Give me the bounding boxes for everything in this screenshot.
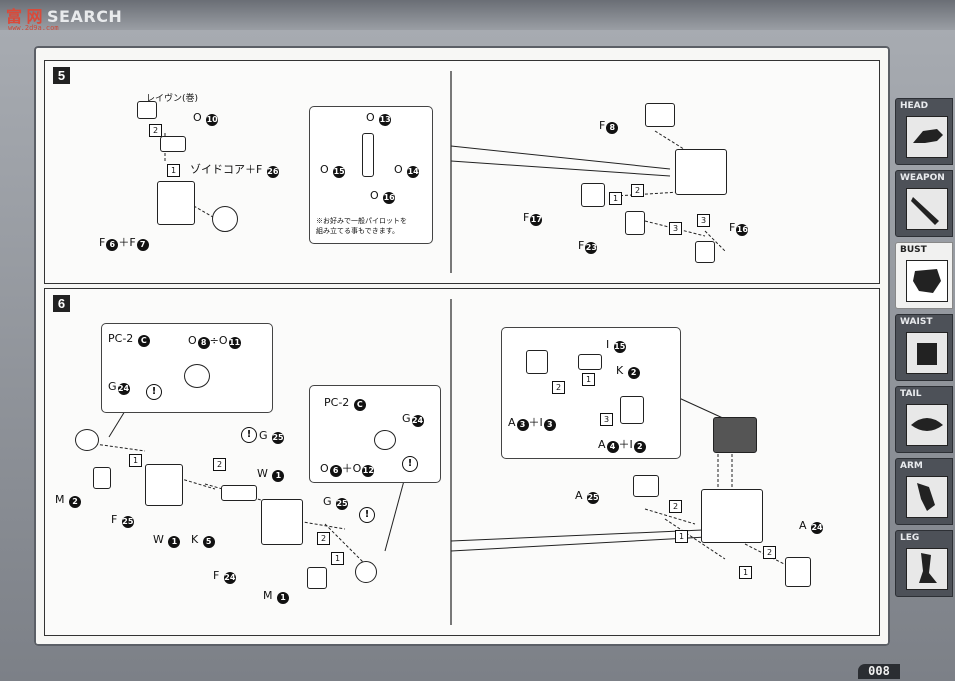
tab-tail[interactable]: TAIL <box>895 386 953 453</box>
head-armor-part <box>713 417 757 453</box>
pilot-note-line-2: 組み立てる事もできます。 <box>316 228 400 235</box>
step-5-badge: 5 <box>53 67 70 84</box>
body-frame-part <box>157 181 195 225</box>
arm-icon <box>906 476 948 518</box>
step6-sq2-b: 2 <box>317 531 330 545</box>
tab-bust[interactable]: BUST <box>895 242 953 309</box>
f16-label: F16 <box>729 221 749 236</box>
zoid-core-label: ゾイドコア＋F 26 <box>190 163 279 178</box>
caution-mark-2: ! <box>241 427 257 443</box>
tab-arm[interactable]: ARM <box>895 458 953 525</box>
a24-label: A 24 <box>799 519 824 534</box>
reiwan-label: レイヴン(巻) <box>146 94 199 104</box>
o10-label: O 10 <box>193 111 219 126</box>
joint-ball-part <box>355 561 377 583</box>
f17-part <box>581 183 605 207</box>
k5-part <box>221 485 257 501</box>
cockpit-part <box>160 136 186 152</box>
w1-label-b: W 1 <box>257 467 285 482</box>
k5-label: K 5 <box>191 533 215 548</box>
tab-head[interactable]: HEAD <box>895 98 953 165</box>
tab-waist[interactable]: WAIST <box>895 314 953 381</box>
a25-label: A 25 <box>575 489 600 504</box>
a4-part <box>620 396 644 424</box>
f24-part <box>261 499 303 545</box>
f23-label: F23 <box>578 239 598 254</box>
step-1-marker-r: 1 <box>609 191 622 205</box>
f24-label: F 24 <box>213 569 236 584</box>
leg-icon <box>906 548 948 590</box>
step-2-marker-r: 2 <box>631 183 644 197</box>
waist-icon <box>906 332 948 374</box>
caution-mark-4: ! <box>402 456 418 472</box>
joint-part-2 <box>374 430 396 450</box>
watermark-url: www.2d9a.com <box>8 24 59 32</box>
pilot-part <box>137 101 157 119</box>
pilot-note-line-1: ※お好みで一般パイロットを <box>316 218 407 225</box>
weapon-icon <box>906 188 948 230</box>
step-3-marker-a: 3 <box>669 221 682 235</box>
top-bar <box>0 0 955 30</box>
f17-label: F17 <box>523 211 543 226</box>
f23-part <box>625 211 645 235</box>
f25-part <box>145 464 183 506</box>
g25-label-b: G 25 <box>323 495 349 510</box>
pilot-option-inset: O 13 O 15 O 14 O 16 ※お好みで一般パイロットを 組み立てる事… <box>309 106 433 244</box>
step6-sq1-b: 1 <box>331 551 344 565</box>
m2-label: M 2 <box>55 493 81 508</box>
bust-body-part <box>701 489 763 543</box>
m1-part <box>307 567 327 589</box>
step-6-badge: 6 <box>53 295 70 312</box>
page-number: 008 <box>858 664 900 679</box>
f25-label: F 25 <box>111 513 134 528</box>
w1-label-a: W 1 <box>153 533 181 548</box>
g25-label-a: G 25 <box>259 429 285 444</box>
a3-part <box>526 350 548 374</box>
zoid-core-part <box>212 206 238 232</box>
step-3-marker-b: 3 <box>697 213 710 227</box>
m1-label: M 1 <box>263 589 289 604</box>
tab-weapon[interactable]: WEAPON <box>895 170 953 237</box>
a25-part <box>633 475 659 497</box>
k2-part <box>578 354 602 370</box>
tail-icon <box>906 404 948 446</box>
section-tabs: HEAD WEAPON BUST WAIST TAIL ARM LEG <box>895 70 955 610</box>
caution-mark-1: ! <box>146 384 162 400</box>
f16-part <box>695 241 715 263</box>
head-icon <box>906 116 948 158</box>
step6-sq1-a: 1 <box>129 453 142 467</box>
caution-mark-3: ! <box>359 507 375 523</box>
a24-part <box>785 557 811 587</box>
tab-leg[interactable]: LEG <box>895 530 953 597</box>
pilot-figure-part <box>362 133 374 177</box>
bust-icon <box>906 260 948 302</box>
shoulder-joint-part <box>75 429 99 451</box>
step-2-marker: 2 <box>149 123 162 137</box>
joint-part <box>184 364 210 388</box>
step6-sq2-a: 2 <box>213 457 226 471</box>
m2-part <box>93 467 111 489</box>
f8-part <box>645 103 675 127</box>
step-5-guide-lines <box>164 71 726 273</box>
step-1-marker: 1 <box>167 163 180 177</box>
bust-assembly-part <box>675 149 727 195</box>
